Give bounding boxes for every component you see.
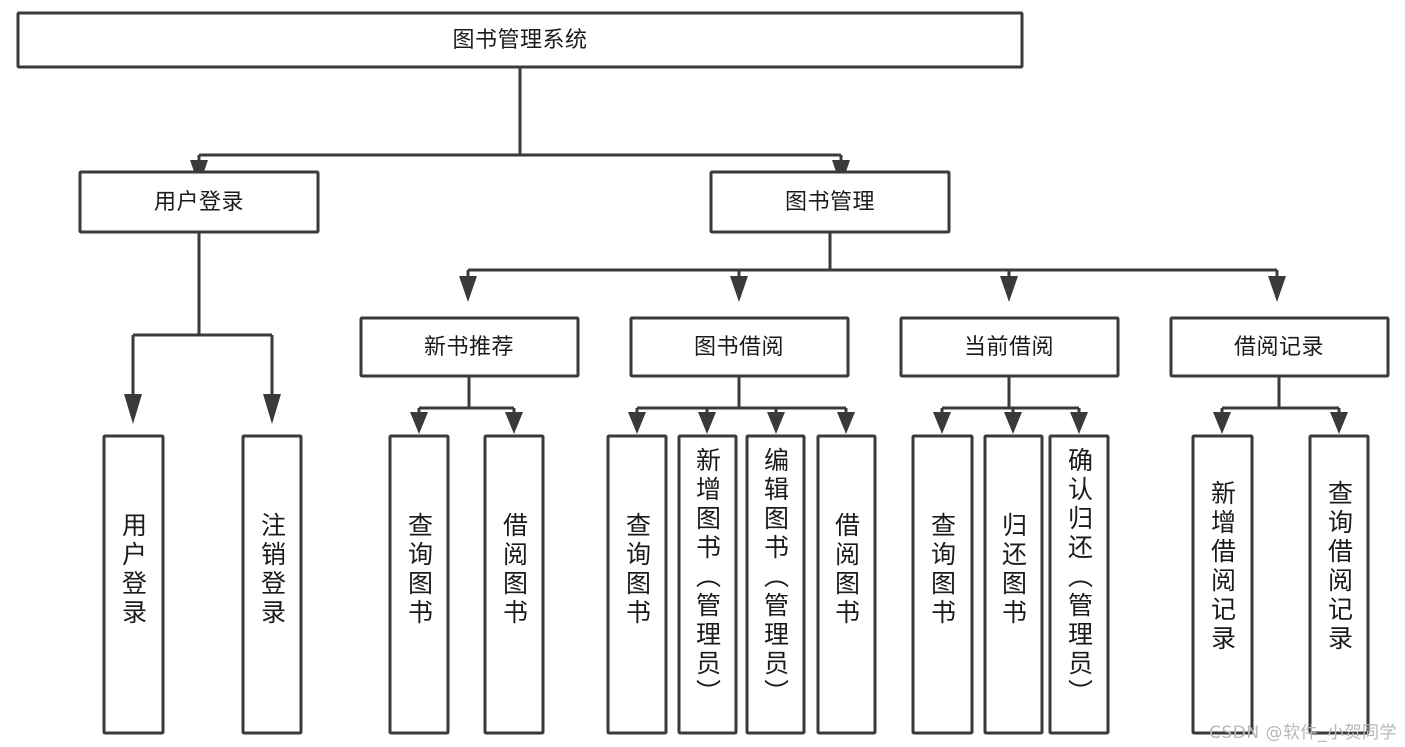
leaf-query-book-3-box[interactable] [911, 434, 974, 735]
arrowhead-leaf-edit-book [767, 412, 785, 434]
leaf-query-book-1[interactable]: 查询图书 [388, 434, 450, 735]
node-borrow-record-box[interactable] [1169, 316, 1390, 378]
edge-bookborrow-trunk [635, 376, 848, 416]
leaf-borrow-book-1[interactable]: 借阅图书 [483, 434, 545, 735]
arrowhead-leaf-add-book [698, 412, 716, 434]
leaf-logout-login-label: 注销登录 [258, 512, 287, 628]
leaf-borrow-book-1-box[interactable] [483, 434, 545, 735]
node-current-borrow[interactable]: 当前借阅 [899, 316, 1120, 378]
leaf-add-book-label: 新增图书（管理员） [693, 447, 722, 708]
arrowhead-leaf-borrow-book-2 [837, 412, 855, 434]
node-new-book-recommend[interactable]: 新书推荐 [359, 316, 580, 378]
node-current-borrow-box[interactable] [899, 316, 1120, 378]
leaf-confirm-return[interactable]: 确认归还（管理员） [1048, 434, 1110, 735]
node-user-login-label: 用户登录 [154, 190, 244, 215]
node-book-management[interactable]: 图书管理 [709, 170, 951, 234]
node-book-borrow-box[interactable] [629, 316, 850, 378]
leaf-return-book-label: 归还图书 [999, 512, 1028, 628]
leaf-user-login[interactable]: 用户登录 [102, 434, 165, 735]
node-root[interactable]: 图书管理系统 [16, 11, 1024, 69]
leaf-query-book-2-label: 查询图书 [623, 512, 652, 628]
leaf-add-record[interactable]: 新增借阅记录 [1191, 434, 1254, 735]
leaf-user-login-label: 用户登录 [119, 512, 148, 628]
leaf-query-book-2-box[interactable] [606, 434, 668, 735]
arrowhead-leaf-query-record [1330, 412, 1348, 434]
node-book-borrow[interactable]: 图书借阅 [629, 316, 850, 378]
leaf-edit-book-box[interactable] [745, 434, 806, 735]
edge-currentborrow-trunk [940, 376, 1081, 416]
leaf-user-login-box[interactable] [102, 434, 165, 735]
leaf-edit-book[interactable]: 编辑图书（管理员） [745, 434, 806, 735]
node-user-login-box[interactable] [78, 170, 320, 234]
edge-userlogin-trunk [131, 232, 274, 398]
arrowhead-leaf-add-record [1213, 412, 1231, 434]
leaf-logout-login[interactable]: 注销登录 [241, 434, 303, 735]
arrowhead-leaf-query-book-2 [628, 412, 646, 434]
node-new-book-recommend-label: 新书推荐 [424, 335, 514, 360]
leaf-add-record-box[interactable] [1191, 434, 1254, 735]
leaf-borrow-book-2[interactable]: 借阅图书 [816, 434, 877, 735]
node-borrow-record-label: 借阅记录 [1234, 335, 1324, 360]
node-book-management-label: 图书管理 [785, 190, 875, 215]
leaf-query-record-box[interactable] [1308, 434, 1370, 735]
node-new-book-recommend-box[interactable] [359, 316, 580, 378]
edge-newbook-trunk [417, 376, 516, 416]
leaf-confirm-return-label: 确认归还（管理员） [1065, 447, 1094, 708]
arrowhead-leaf-query-book-3 [933, 412, 951, 434]
leaf-borrow-book-2-box[interactable] [816, 434, 877, 735]
leaf-query-record-label: 查询借阅记录 [1325, 480, 1354, 654]
leaf-logout-login-box[interactable] [241, 434, 303, 735]
node-root-label: 图书管理系统 [452, 28, 587, 53]
node-book-management-box[interactable] [709, 170, 951, 234]
arrowhead-book-borrow [730, 276, 748, 302]
arrowhead-borrow-record [1268, 276, 1286, 302]
leaf-add-book-box[interactable] [677, 434, 738, 735]
leaf-add-book[interactable]: 新增图书（管理员） [677, 434, 738, 735]
arrowhead-leaf-user-login [124, 394, 142, 424]
leaf-query-book-3-label: 查询图书 [928, 512, 957, 628]
arrowhead-current-borrow [1000, 276, 1018, 302]
leaf-confirm-return-box[interactable] [1048, 434, 1110, 735]
node-book-borrow-label: 图书借阅 [694, 335, 784, 360]
leaf-query-book-1-box[interactable] [388, 434, 450, 735]
leaf-edit-book-label: 编辑图书（管理员） [761, 447, 790, 708]
edge-root-trunk [197, 67, 843, 164]
leaf-query-record[interactable]: 查询借阅记录 [1308, 434, 1370, 735]
node-user-login[interactable]: 用户登录 [78, 170, 320, 234]
arrowhead-leaf-logout-login [263, 394, 281, 424]
leaf-query-book-2[interactable]: 查询图书 [606, 434, 668, 735]
leaf-return-book[interactable]: 归还图书 [983, 434, 1044, 735]
leaf-borrow-book-2-label: 借阅图书 [832, 512, 861, 628]
node-root-box[interactable] [16, 11, 1024, 69]
arrowhead-leaf-borrow-book-1 [505, 412, 523, 434]
leaf-query-book-3[interactable]: 查询图书 [911, 434, 974, 735]
arrowhead-leaf-query-book-1 [410, 412, 428, 434]
leaf-borrow-book-1-label: 借阅图书 [500, 512, 529, 628]
node-current-borrow-label: 当前借阅 [964, 335, 1054, 360]
leaf-return-book-box[interactable] [983, 434, 1044, 735]
arrowhead-leaf-confirm-return [1070, 412, 1088, 434]
edge-borrowrecord-trunk [1220, 376, 1341, 416]
leaf-add-record-label: 新增借阅记录 [1208, 480, 1237, 654]
leaf-query-book-1-label: 查询图书 [405, 512, 434, 628]
arrowhead-leaf-return-book [1004, 412, 1022, 434]
edge-bookmgmt-trunk [466, 232, 1279, 280]
connector-layer [124, 67, 1348, 434]
arrowhead-new-book-recommend [459, 276, 477, 302]
node-borrow-record[interactable]: 借阅记录 [1169, 316, 1390, 378]
